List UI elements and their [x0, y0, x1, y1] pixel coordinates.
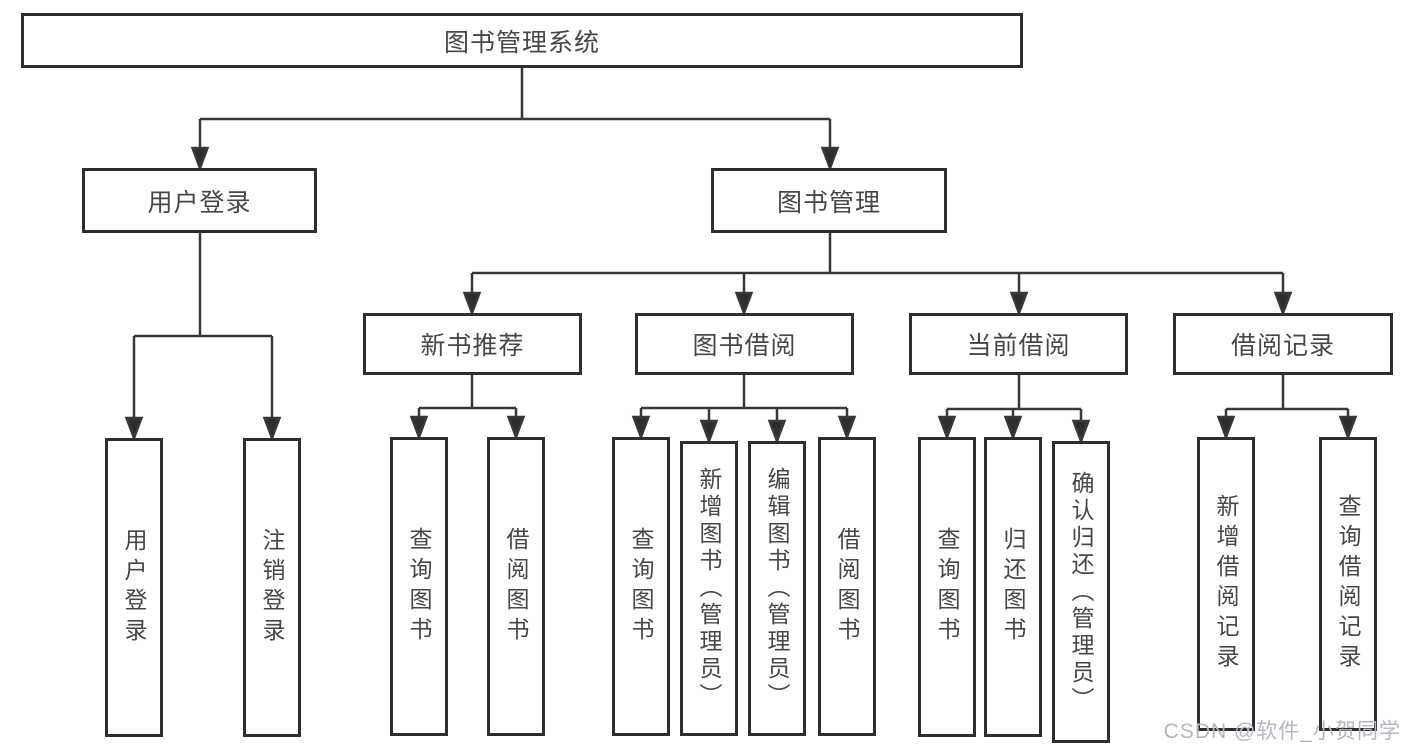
arrow-down-icon: [124, 416, 144, 442]
arrow-down-icon: [1003, 415, 1023, 441]
leaf-bb-query-book: 查询图书: [612, 437, 670, 736]
arrow-down-icon: [409, 415, 429, 441]
csdn-watermark: CSDN @软件_小贺同学: [1163, 720, 1401, 743]
node-current-borrowing: 当前借阅: [909, 313, 1128, 375]
leaf-user-login: 用户登录: [105, 438, 163, 737]
leaf-nb-query-book: 查询图书: [390, 437, 448, 736]
arrow-down-icon: [462, 291, 482, 317]
arrow-down-icon: [1216, 415, 1236, 441]
leaf-bb-edit-book-admin: 编辑图书（管理员）: [748, 441, 806, 736]
leaf-cb-confirm-return-admin: 确认归还（管理员）: [1052, 441, 1110, 743]
leaf-nb-borrow-book: 借阅图书: [487, 437, 545, 736]
arrow-down-icon: [820, 146, 840, 172]
connector-user-login-to-leaves: [124, 233, 282, 442]
arrow-down-icon: [1071, 419, 1091, 445]
leaf-bb-borrow-book: 借阅图书: [818, 437, 876, 736]
arrow-down-icon: [506, 415, 526, 441]
arrow-down-icon: [767, 419, 787, 445]
connector-records-to-leaves: [1216, 375, 1358, 441]
connector-root-to-level2: [190, 68, 840, 172]
node-library-system: 图书管理系统: [21, 13, 1023, 68]
arrow-down-icon: [631, 415, 651, 441]
leaf-bb-add-book-admin: 新增图书（管理员）: [680, 441, 738, 736]
arrow-down-icon: [837, 415, 857, 441]
arrow-down-icon: [699, 419, 719, 445]
connector-book-mgmt-to-level3: [462, 233, 1293, 317]
arrow-down-icon: [937, 415, 957, 441]
node-user-login: 用户登录: [82, 168, 317, 233]
node-borrowing-records: 借阅记录: [1173, 313, 1393, 375]
arrow-down-icon: [734, 291, 754, 317]
node-book-borrowing: 图书借阅: [635, 313, 854, 375]
leaf-logout: 注销登录: [243, 438, 301, 737]
leaf-br-query-record: 查询借阅记录: [1319, 437, 1377, 731]
arrow-down-icon: [1273, 291, 1293, 317]
leaf-br-add-record: 新增借阅记录: [1197, 437, 1255, 731]
node-new-book-recommend: 新书推荐: [363, 313, 582, 375]
leaf-cb-query-book: 查询图书: [918, 437, 976, 737]
node-book-management: 图书管理: [711, 168, 947, 233]
connector-current-borrow-to-leaves: [937, 375, 1091, 445]
leaf-cb-return-book: 归还图书: [984, 437, 1042, 737]
arrow-down-icon: [1009, 291, 1029, 317]
connector-new-book-to-leaves: [409, 375, 526, 441]
arrow-down-icon: [190, 146, 210, 172]
arrow-down-icon: [262, 416, 282, 442]
connector-book-borrow-to-leaves: [631, 375, 857, 445]
arrow-down-icon: [1338, 415, 1358, 441]
